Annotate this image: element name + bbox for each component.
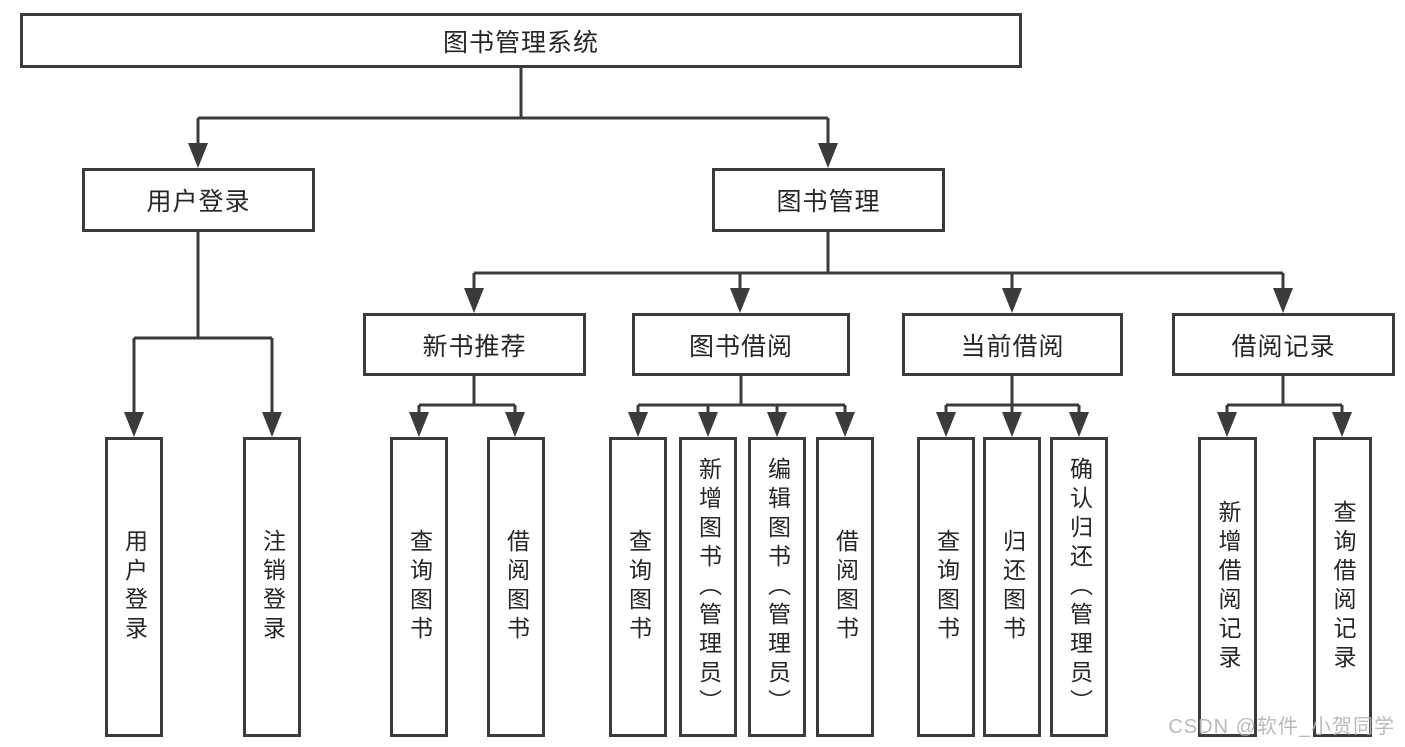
- node-new-book-recommend: 新书推荐: [363, 313, 586, 376]
- leaf-query-books-recommend: 查询图书: [390, 437, 448, 737]
- node-label: 用户登录: [146, 188, 251, 216]
- leaf-borrow-books-recommend: 借阅图书: [487, 437, 545, 737]
- node-label: 图书管理: [776, 188, 881, 216]
- node-label: 借阅图书: [832, 529, 859, 645]
- node-book-borrowing: 图书借阅: [632, 313, 850, 376]
- leaf-user-login: 用户登录: [105, 437, 163, 737]
- node-label: 查询图书: [406, 529, 433, 645]
- leaf-edit-books-admin: 编辑图书（管理员）: [748, 437, 806, 737]
- leaf-query-books-borrow: 查询图书: [609, 437, 667, 737]
- leaf-add-books-admin: 新增图书（管理员）: [679, 437, 737, 737]
- leaf-add-borrow-record: 新增借阅记录: [1198, 437, 1257, 737]
- node-label: 归还图书: [999, 529, 1026, 645]
- node-user-login: 用户登录: [82, 168, 315, 232]
- leaf-borrow-books: 借阅图书: [816, 437, 874, 737]
- node-label: 借阅记录: [1231, 332, 1336, 361]
- node-label: 图书借阅: [688, 332, 793, 361]
- node-label: 注销登录: [259, 529, 286, 645]
- node-label: 当前借阅: [960, 332, 1065, 361]
- node-label: 确认归还（管理员）: [1066, 456, 1093, 718]
- node-borrowing-records: 借阅记录: [1172, 313, 1395, 376]
- csdn-watermark: CSDN @软件_小贺同学: [1168, 716, 1395, 738]
- node-library-management-system: 图书管理系统: [20, 13, 1022, 68]
- node-label: 新书推荐: [422, 332, 527, 361]
- node-label: 编辑图书（管理员）: [764, 456, 791, 718]
- node-label: 新增借阅记录: [1215, 500, 1241, 674]
- node-book-management: 图书管理: [712, 168, 945, 232]
- node-label: 图书管理系统: [442, 28, 599, 57]
- node-label: 查询借阅记录: [1330, 500, 1356, 674]
- leaf-query-books-current: 查询图书: [917, 437, 975, 737]
- node-label: 用户登录: [121, 529, 148, 645]
- node-label: 查询图书: [933, 529, 960, 645]
- node-label: 新增图书（管理员）: [695, 456, 722, 718]
- leaf-logout: 注销登录: [243, 437, 301, 737]
- node-label: 查询图书: [625, 529, 652, 645]
- node-current-borrowing: 当前借阅: [902, 313, 1123, 376]
- leaf-return-books: 归还图书: [983, 437, 1041, 737]
- leaf-confirm-return-admin: 确认归还（管理员）: [1050, 437, 1108, 737]
- node-label: 借阅图书: [503, 529, 530, 645]
- leaf-query-borrow-record: 查询借阅记录: [1313, 437, 1372, 737]
